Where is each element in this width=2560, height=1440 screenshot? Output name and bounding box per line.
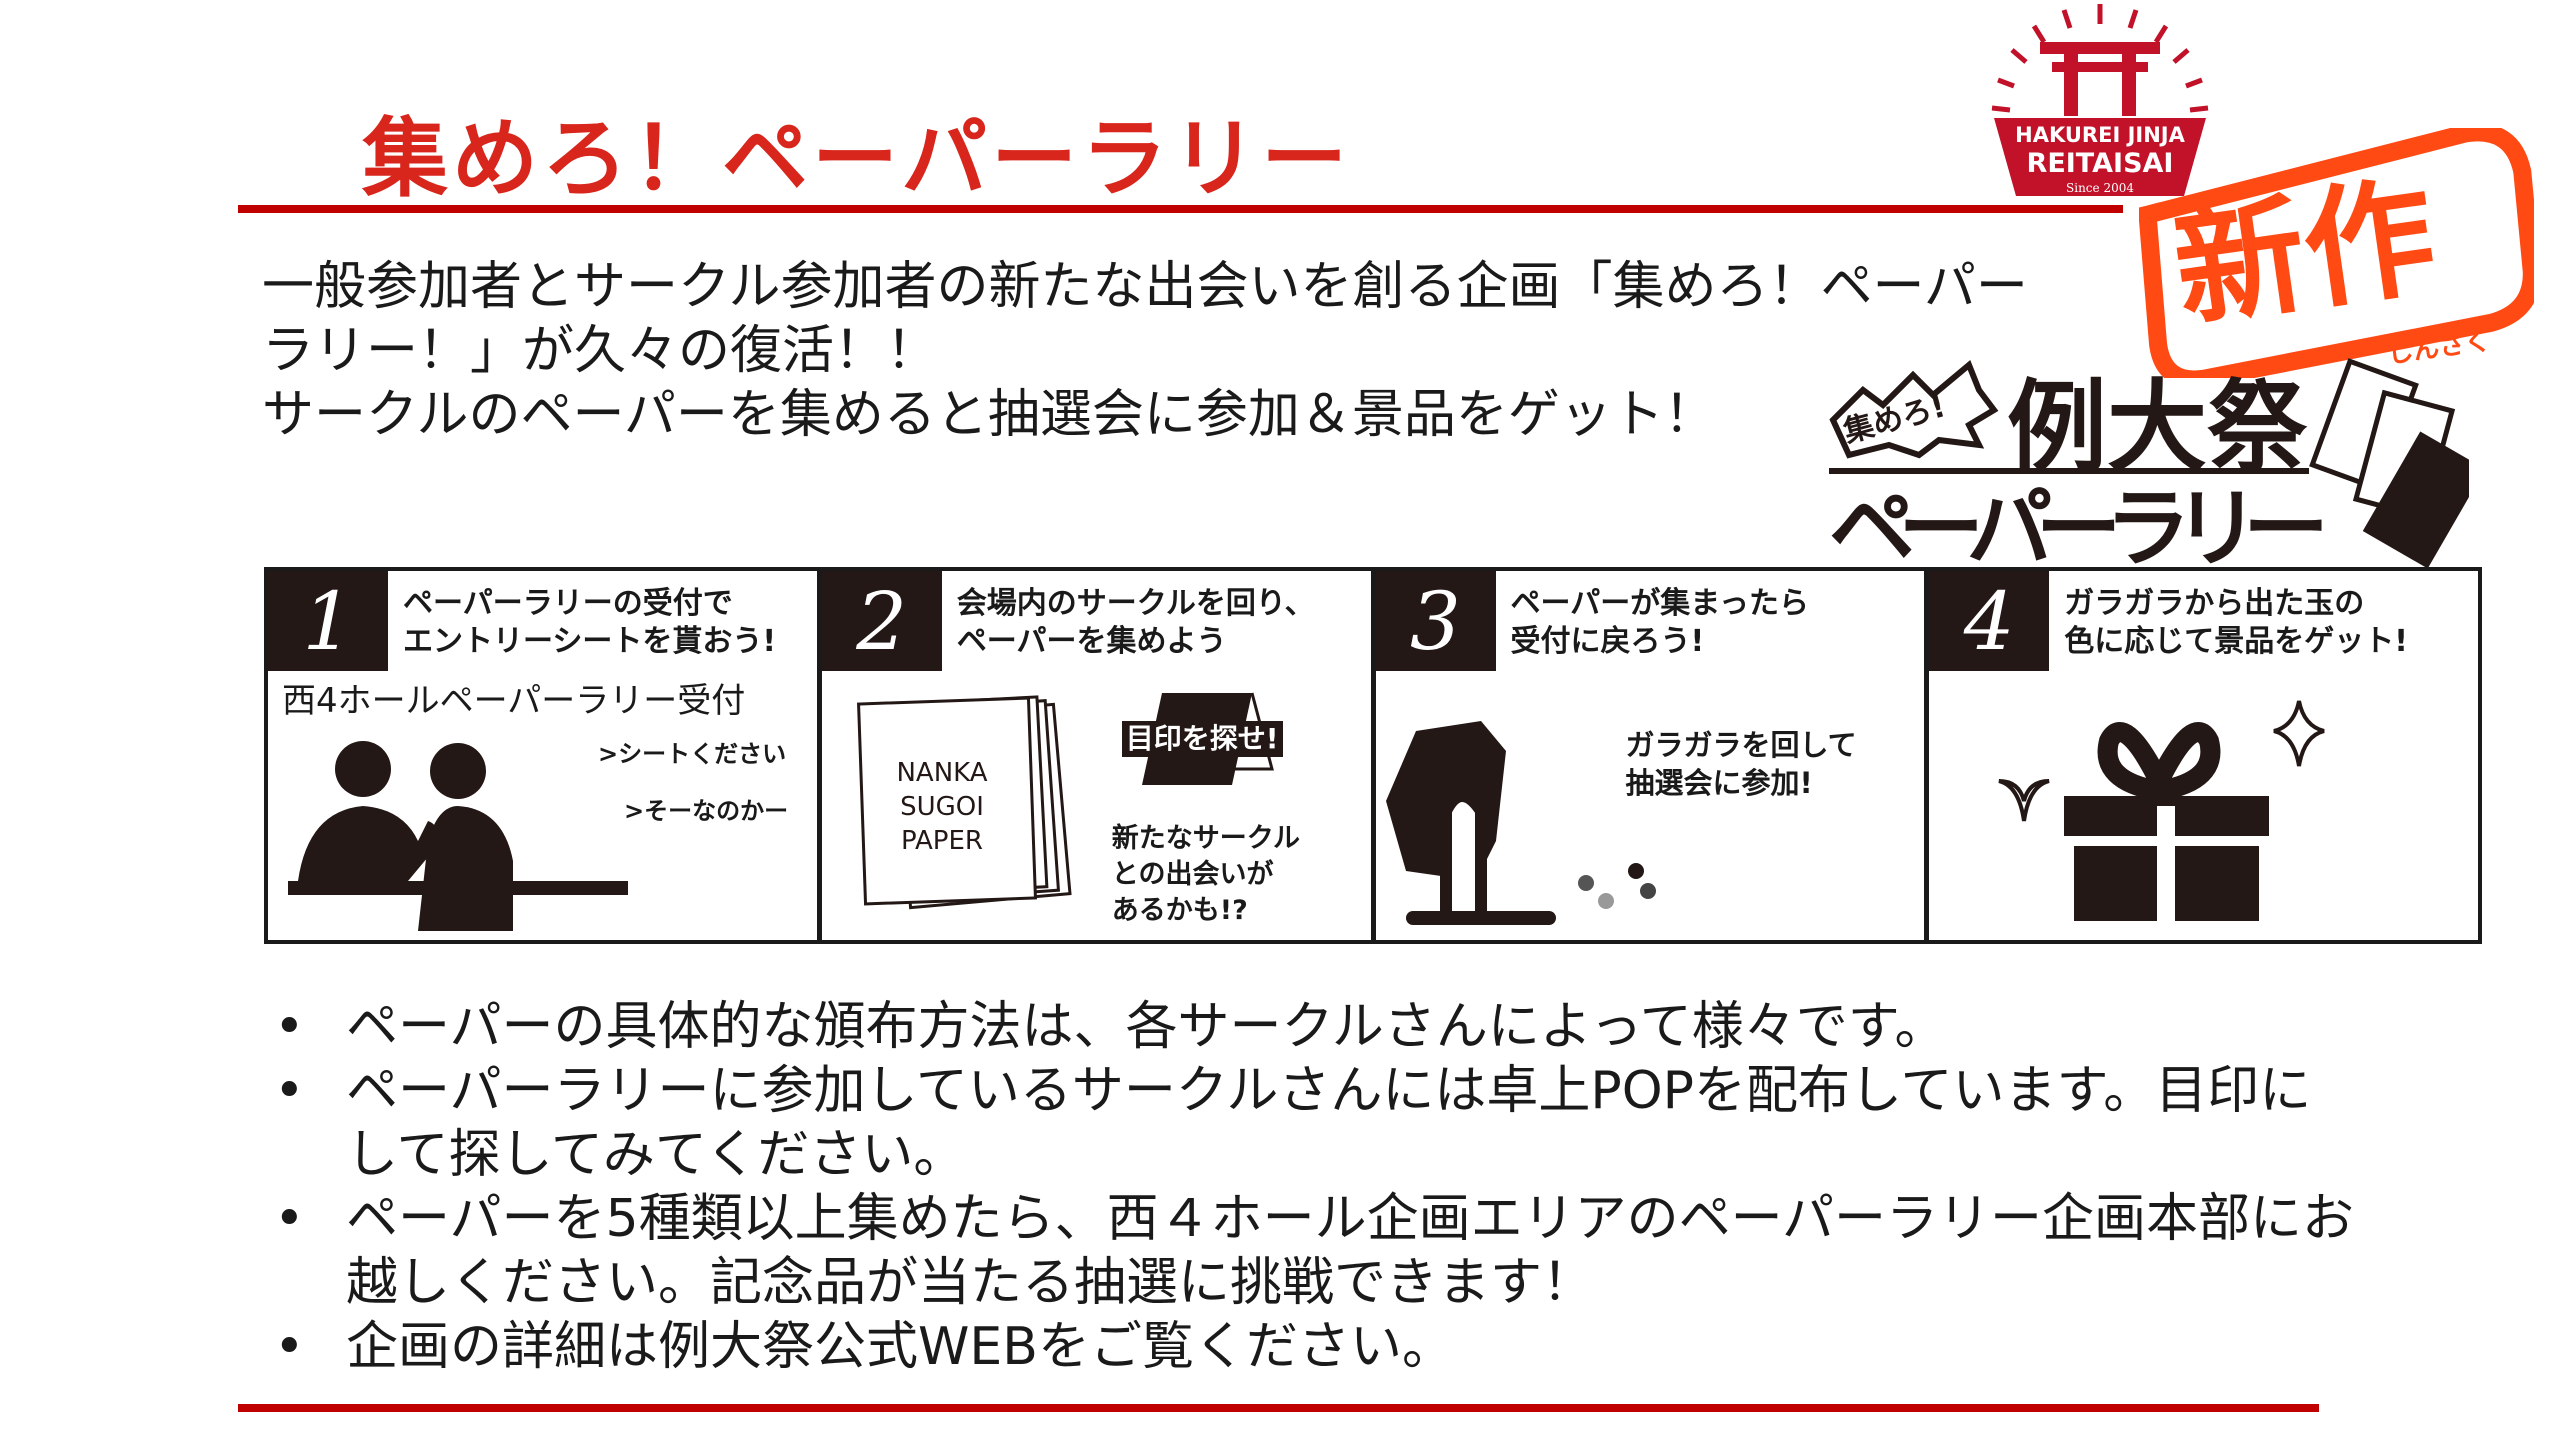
speech-line: >シートください	[598, 740, 787, 768]
speech-line: >そーなのかー	[624, 797, 789, 825]
step-heading-line: 受付に戻ろう!	[1510, 624, 1705, 659]
step-heading-line: ペーパーを集めよう	[956, 624, 1227, 659]
step-heading-line: 会場内のサークルを回り、	[956, 586, 1315, 621]
reception-people-icon	[288, 741, 628, 931]
step-heading: ペーパーが集まったら受付に戻ろう!	[1511, 585, 1810, 661]
step-2: 2 会場内のサークルを回り、ペーパーを集めよう NANKA SUGOI PAPE…	[821, 571, 1376, 940]
step-number: 3	[1375, 571, 1496, 671]
logo-text-line1: HAKUREI JINJA	[2015, 123, 2185, 147]
intro-line: サークルのペーパーを集めると抽選会に参加＆景品をゲット！	[262, 385, 1716, 445]
step-4: 4 ガラガラから出た玉の色に応じて景品をゲット!	[1929, 571, 2478, 940]
rally-logo-big-text: 例大祭	[2007, 369, 2308, 486]
step-heading-line: ペーパーが集まったら	[1510, 586, 1810, 621]
step-heading-line: エントリーシートを貰おう!	[403, 624, 777, 659]
step-heading: ガラガラから出た玉の色に応じて景品をゲット!	[2064, 585, 2408, 661]
list-item: 企画の詳細は例大祭公式WEBをご覧ください。	[262, 1315, 2362, 1379]
step-number: 1	[268, 571, 388, 671]
hakurei-reitaisai-logo: HAKUREI JINJA REITAISAI Since 2004	[1984, 0, 2217, 200]
intro-line: ラリー！」が久々の復活！！	[262, 321, 939, 381]
steps-panel: 1 ペーパーラリーの受付でエントリーシートを貰おう! 西4ホールペーパーラリー受…	[264, 567, 2482, 944]
rally-logo-rally-text: ペーパーラリー	[1829, 479, 2329, 570]
paper-rally-logo: 集めろ! 例大祭 ペーパーラリー	[1829, 350, 2486, 579]
sparkle-icon	[2273, 700, 2325, 767]
page-title: 集めろ！ペーパーラリー	[362, 109, 1352, 209]
list-item: ペーパーを5種類以上集めたら、西４ホール企画エリアのペーパーラリー企画本部にお越…	[262, 1187, 2362, 1315]
step-note: 新たなサークル との出会いが あるかも!?	[1112, 821, 1300, 929]
step-heading: 会場内のサークルを回り、ペーパーを集めよう	[957, 585, 1315, 661]
gift-box-icon	[1998, 700, 2325, 921]
step-3: 3 ペーパーが集まったら受付に戻ろう! ガラガラを回して 抽選会に参加!	[1375, 571, 1930, 940]
step-heading: ペーパーラリーの受付でエントリーシートを貰おう!	[403, 585, 776, 661]
note-line: との出会いが	[1111, 859, 1274, 890]
intro-text: 一般参加者とサークル参加者の新たな出会いを創る企画「集めろ！ペーパー ラリー！」…	[262, 255, 2132, 447]
paper-text: SUGOI	[900, 792, 984, 822]
reception-label: 西4ホールペーパーラリー受付	[282, 681, 746, 721]
step-number: 2	[821, 571, 942, 671]
list-item: ペーパーラリーに参加しているサークルさんには卓上POPを配布しています。目印にし…	[262, 1059, 2362, 1187]
step-heading-line: 色に応じて景品をゲット!	[2064, 624, 2408, 659]
list-item: ペーパーの具体的な頒布方法は、各サークルさんによって様々です。	[262, 995, 2362, 1059]
note-line: 新たなサークル	[1111, 823, 1300, 854]
step-note: ガラガラを回して 抽選会に参加!	[1626, 726, 1857, 802]
paper-text: NANKA	[896, 758, 987, 788]
note-line: ガラガラを回して	[1625, 728, 1857, 762]
intro-line: 一般参加者とサークル参加者の新たな出会いを創る企画「集めろ！ペーパー	[262, 257, 2028, 317]
sign-text: 目印を探せ!	[1121, 721, 1283, 757]
shinsaku-stamp: 新作 しんさく	[2137, 123, 2541, 389]
step-1: 1 ペーパーラリーの受付でエントリーシートを貰おう! 西4ホールペーパーラリー受…	[268, 571, 822, 940]
paper-stack-icon: NANKA SUGOI PAPER	[856, 695, 1072, 910]
stamp-kanji: 新作	[2165, 160, 2444, 347]
newspaper-icon	[2309, 358, 2486, 569]
bottom-divider	[238, 1404, 2319, 1412]
paper-text: PAPER	[901, 826, 983, 856]
logo-text-line2: REITAISAI	[2027, 148, 2174, 179]
title-divider	[238, 205, 2123, 213]
lottery-machine-icon	[1385, 721, 1656, 925]
step-heading-line: ペーパーラリーの受付で	[403, 586, 733, 621]
sparkle-icon	[1998, 779, 2050, 822]
note-line: 抽選会に参加!	[1625, 766, 1813, 800]
step-number: 4	[1929, 571, 2050, 671]
notes-list: ペーパーの具体的な頒布方法は、各サークルさんによって様々です。 ペーパーラリーに…	[262, 995, 2362, 1379]
step-heading-line: ガラガラから出た玉の	[2064, 586, 2365, 621]
note-line: あるかも!?	[1111, 895, 1248, 926]
logo-since: Since 2004	[2066, 181, 2134, 195]
